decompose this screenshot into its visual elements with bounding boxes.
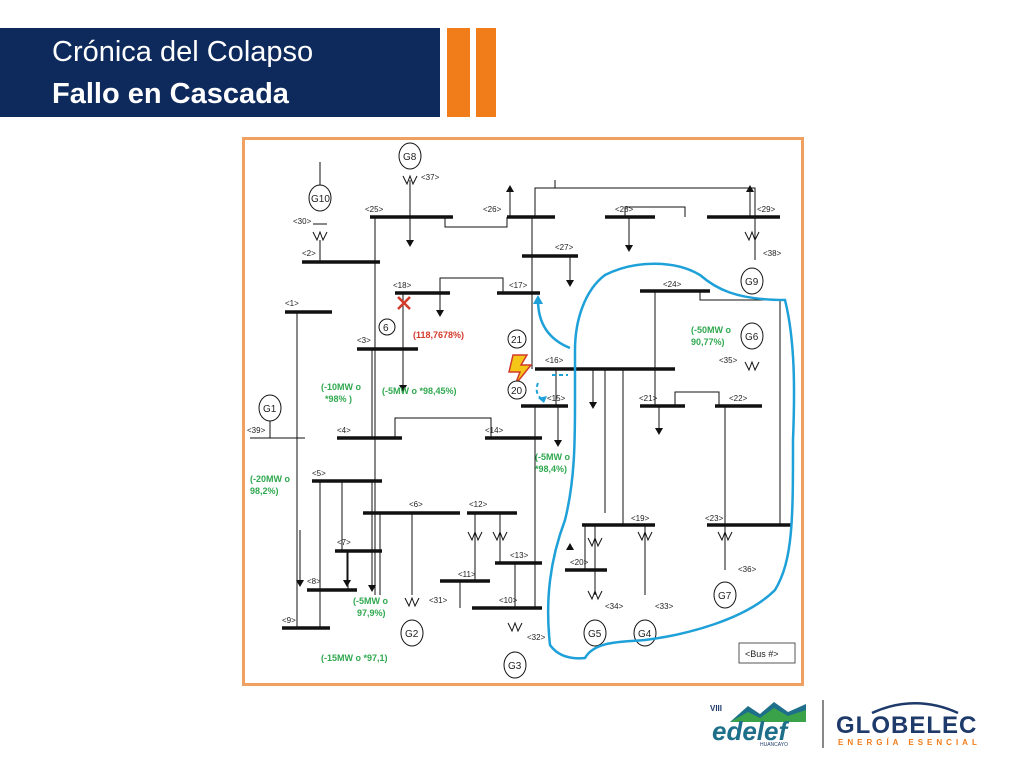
bus-label-24: <24> (663, 280, 682, 289)
title-band (0, 28, 440, 117)
bus-label-36: <36> (738, 565, 757, 574)
bus-label-32: <32> (527, 633, 546, 642)
globelec-arc-icon (871, 702, 959, 714)
bus-label-38: <38> (763, 249, 782, 258)
bus-label-37: <37> (421, 173, 440, 182)
gen-label-g10: G10 (311, 194, 330, 205)
bus-label-35: <35> (719, 356, 738, 365)
edelef-logo-text: edelef (712, 716, 788, 746)
bus-label-23: <23> (705, 514, 724, 523)
bus-label-2: <2> (302, 249, 316, 258)
bus-label-20: <20> (570, 558, 589, 567)
edelef-city-text: HUANCAYO (760, 742, 788, 748)
island-boundary (546, 262, 796, 660)
globelec-logo-text: GLOBELEC (836, 712, 978, 739)
bus-label-18: <18> (393, 281, 412, 290)
gen-label-g8: G8 (403, 152, 417, 163)
accent-bar-right (476, 28, 496, 117)
annotation-bus3-line2: *98% ) (325, 394, 352, 404)
bus-label-11: <11> (458, 570, 476, 579)
bus-label-15: <15> (547, 394, 566, 403)
bus-label-12: <12> (469, 500, 488, 509)
gen-label-g5: G5 (588, 629, 602, 640)
bus-label-29: <29> (757, 205, 776, 214)
gen-label-g9: G9 (745, 277, 759, 288)
annotation-bus8: (-15MW o *97,1) (321, 653, 388, 663)
overload-annotation: (118,7678%) (413, 330, 464, 340)
bus-label-39: <39> (247, 426, 266, 435)
annotation-bus7-line2: 97,9%) (357, 608, 386, 618)
bus-label-7: <7> (337, 538, 351, 547)
slide-subtitle: Fallo en Cascada (52, 78, 289, 110)
gen-label-g1: G1 (263, 404, 277, 415)
bus-label-13: <13> (510, 551, 529, 560)
bus-label-21: <21> (639, 394, 658, 403)
power-system-diagram: G10 G8 G9 G6 G1 G7 G2 G5 G4 G3 <37> <30>… (247, 142, 796, 679)
bus-label-26: <26> (483, 205, 502, 214)
slide-title: Crónica del Colapso (52, 36, 314, 68)
annotation-bus24-line1: (-50MW o (691, 325, 731, 335)
bus-label-30: <30> (293, 217, 312, 226)
annotation-bus24-line2: 90,77%) (691, 337, 725, 347)
annotation-bus39-line1: (-20MW o (250, 474, 290, 484)
bus-label-17: <17> (509, 281, 528, 290)
bus-label-3: <3> (357, 336, 371, 345)
annotation-bus15-line2: *98,4%) (535, 464, 567, 474)
bus-label-5: <5> (312, 469, 326, 478)
reroute-arrow-up (536, 299, 571, 350)
logo-divider (822, 700, 824, 748)
gen-label-g3: G3 (508, 661, 522, 672)
bus-label-8: <8> (307, 577, 321, 586)
bus-label-25: <25> (365, 205, 384, 214)
diagram-frame (242, 137, 804, 686)
bus-label-10: <10> (499, 596, 518, 605)
bus-label-27: <27> (555, 243, 574, 252)
bus-label-1: <1> (285, 299, 299, 308)
fault-lightning-icon (508, 354, 533, 386)
bus-label-16: <16> (545, 356, 564, 365)
annotation-bus39-line2: 98,2%) (250, 486, 279, 496)
bus-label-28: <28> (615, 205, 634, 214)
gen-label-g6: G6 (745, 332, 759, 343)
annotation-bus18: (-5MW o *98,45%) (382, 386, 457, 396)
bus-label-33: <33> (655, 602, 674, 611)
legend-box (738, 642, 796, 664)
bus-label-9: <9> (282, 616, 296, 625)
bus-label-22: <22> (729, 394, 748, 403)
bus-label-19: <19> (631, 514, 650, 523)
event-label-21: 21 (511, 335, 523, 346)
gen-label-g4: G4 (638, 629, 652, 640)
bus-label-31: <31> (429, 596, 448, 605)
accent-bar-left (447, 28, 470, 117)
bus-label-34: <34> (605, 602, 624, 611)
gen-label-g7: G7 (718, 591, 732, 602)
bus-label-14: <14> (485, 426, 504, 435)
edelef-mountain-icon (730, 702, 806, 722)
event-label-20: 20 (511, 386, 523, 397)
annotation-bus15-line1: (-5MW o (535, 452, 570, 462)
legend-label: <Bus #> (745, 649, 779, 659)
gen-label-g2: G2 (405, 629, 419, 640)
bus-label-6: <6> (409, 500, 423, 509)
tripped-line-icon (397, 296, 411, 310)
bus-label-4: <4> (337, 426, 351, 435)
annotation-bus7-line1: (-5MW o (353, 596, 388, 606)
annotation-bus3-line1: (-10MW o (321, 382, 361, 392)
globelec-tagline: ENERGÍA ESENCIAL (838, 738, 981, 747)
edelef-roman-numeral: VIII (710, 704, 723, 713)
event-label-6: 6 (383, 323, 389, 334)
